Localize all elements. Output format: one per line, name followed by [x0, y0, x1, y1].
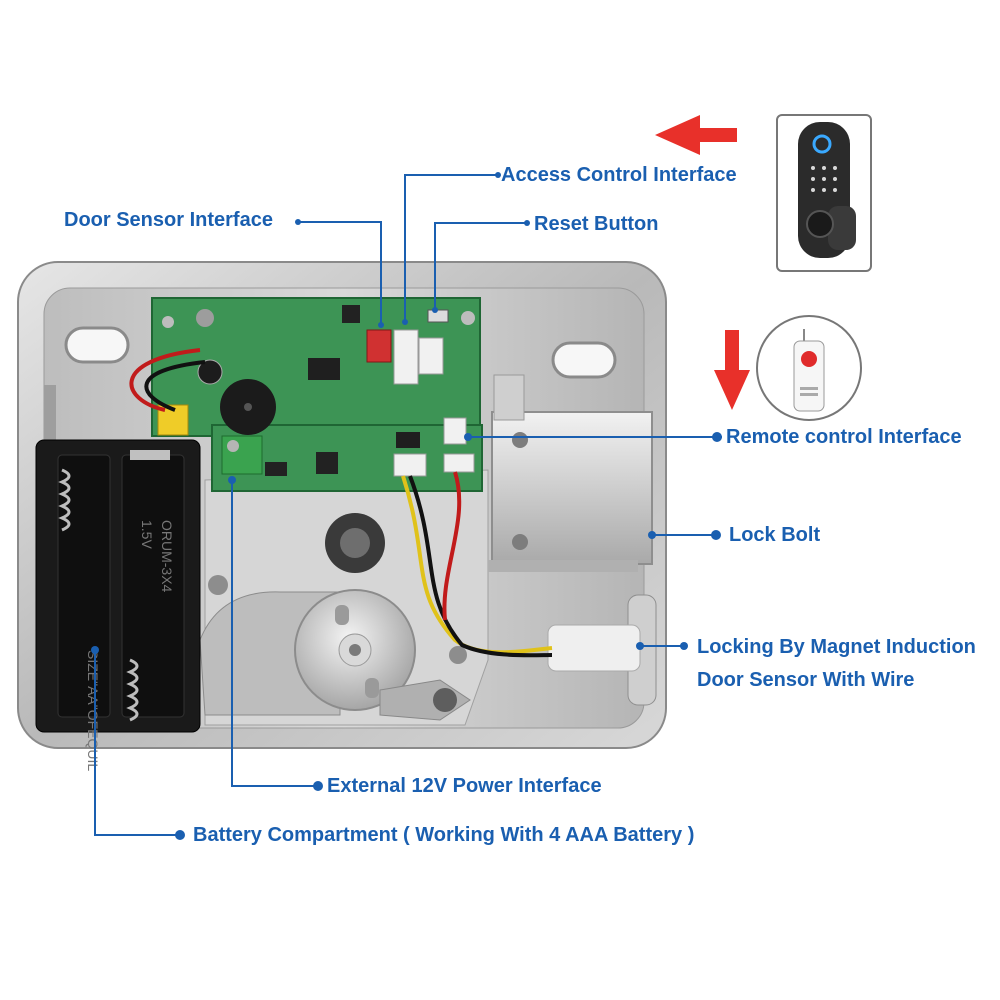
remote-fob-icon [793, 329, 825, 412]
label-external-power: External 12V Power Interface [327, 775, 602, 797]
remote-inset [756, 315, 862, 421]
label-remote-control-interface: Remote control Interface [726, 426, 962, 448]
leader-lines [94, 174, 722, 836]
label-magnet-induction: Locking By Magnet Induction [697, 636, 976, 658]
leader-access-control [404, 174, 498, 322]
door-sensor-magnet [547, 594, 657, 706]
leader-reset [434, 222, 527, 310]
battery-print-voltage: 1.5V [139, 520, 155, 549]
leader-door-sensor [298, 221, 382, 325]
leader-external-power [231, 480, 318, 787]
label-access-control-interface: Access Control Interface [501, 164, 737, 186]
smart-lock-inset [776, 114, 872, 272]
arrow-left-icon [655, 115, 737, 155]
wires [129, 348, 553, 658]
control-pcb [151, 297, 483, 492]
label-reset-button: Reset Button [534, 213, 659, 235]
leader-battery [94, 650, 180, 836]
label-lock-bolt: Lock Bolt [729, 524, 821, 546]
label-battery-compartment: Battery Compartment ( Working With 4 AAA… [193, 824, 695, 846]
battery-print-model: ORUM-3X4 [159, 520, 175, 593]
battery-print-size: SIZE"AA"OFEQUIL [85, 650, 101, 771]
battery-holder: SIZE"AA"OFEQUIL 1.5V ORUM-3X4 [35, 439, 201, 771]
motor [199, 589, 471, 721]
smart-keypad-lock-icon [798, 122, 856, 258]
label-door-sensor-interface: Door Sensor Interface [64, 209, 273, 231]
arrow-down-icon [714, 330, 750, 410]
leader-dots [91, 172, 722, 840]
cam-knob [325, 513, 385, 573]
label-door-sensor-wire: Door Sensor With Wire [697, 669, 915, 691]
